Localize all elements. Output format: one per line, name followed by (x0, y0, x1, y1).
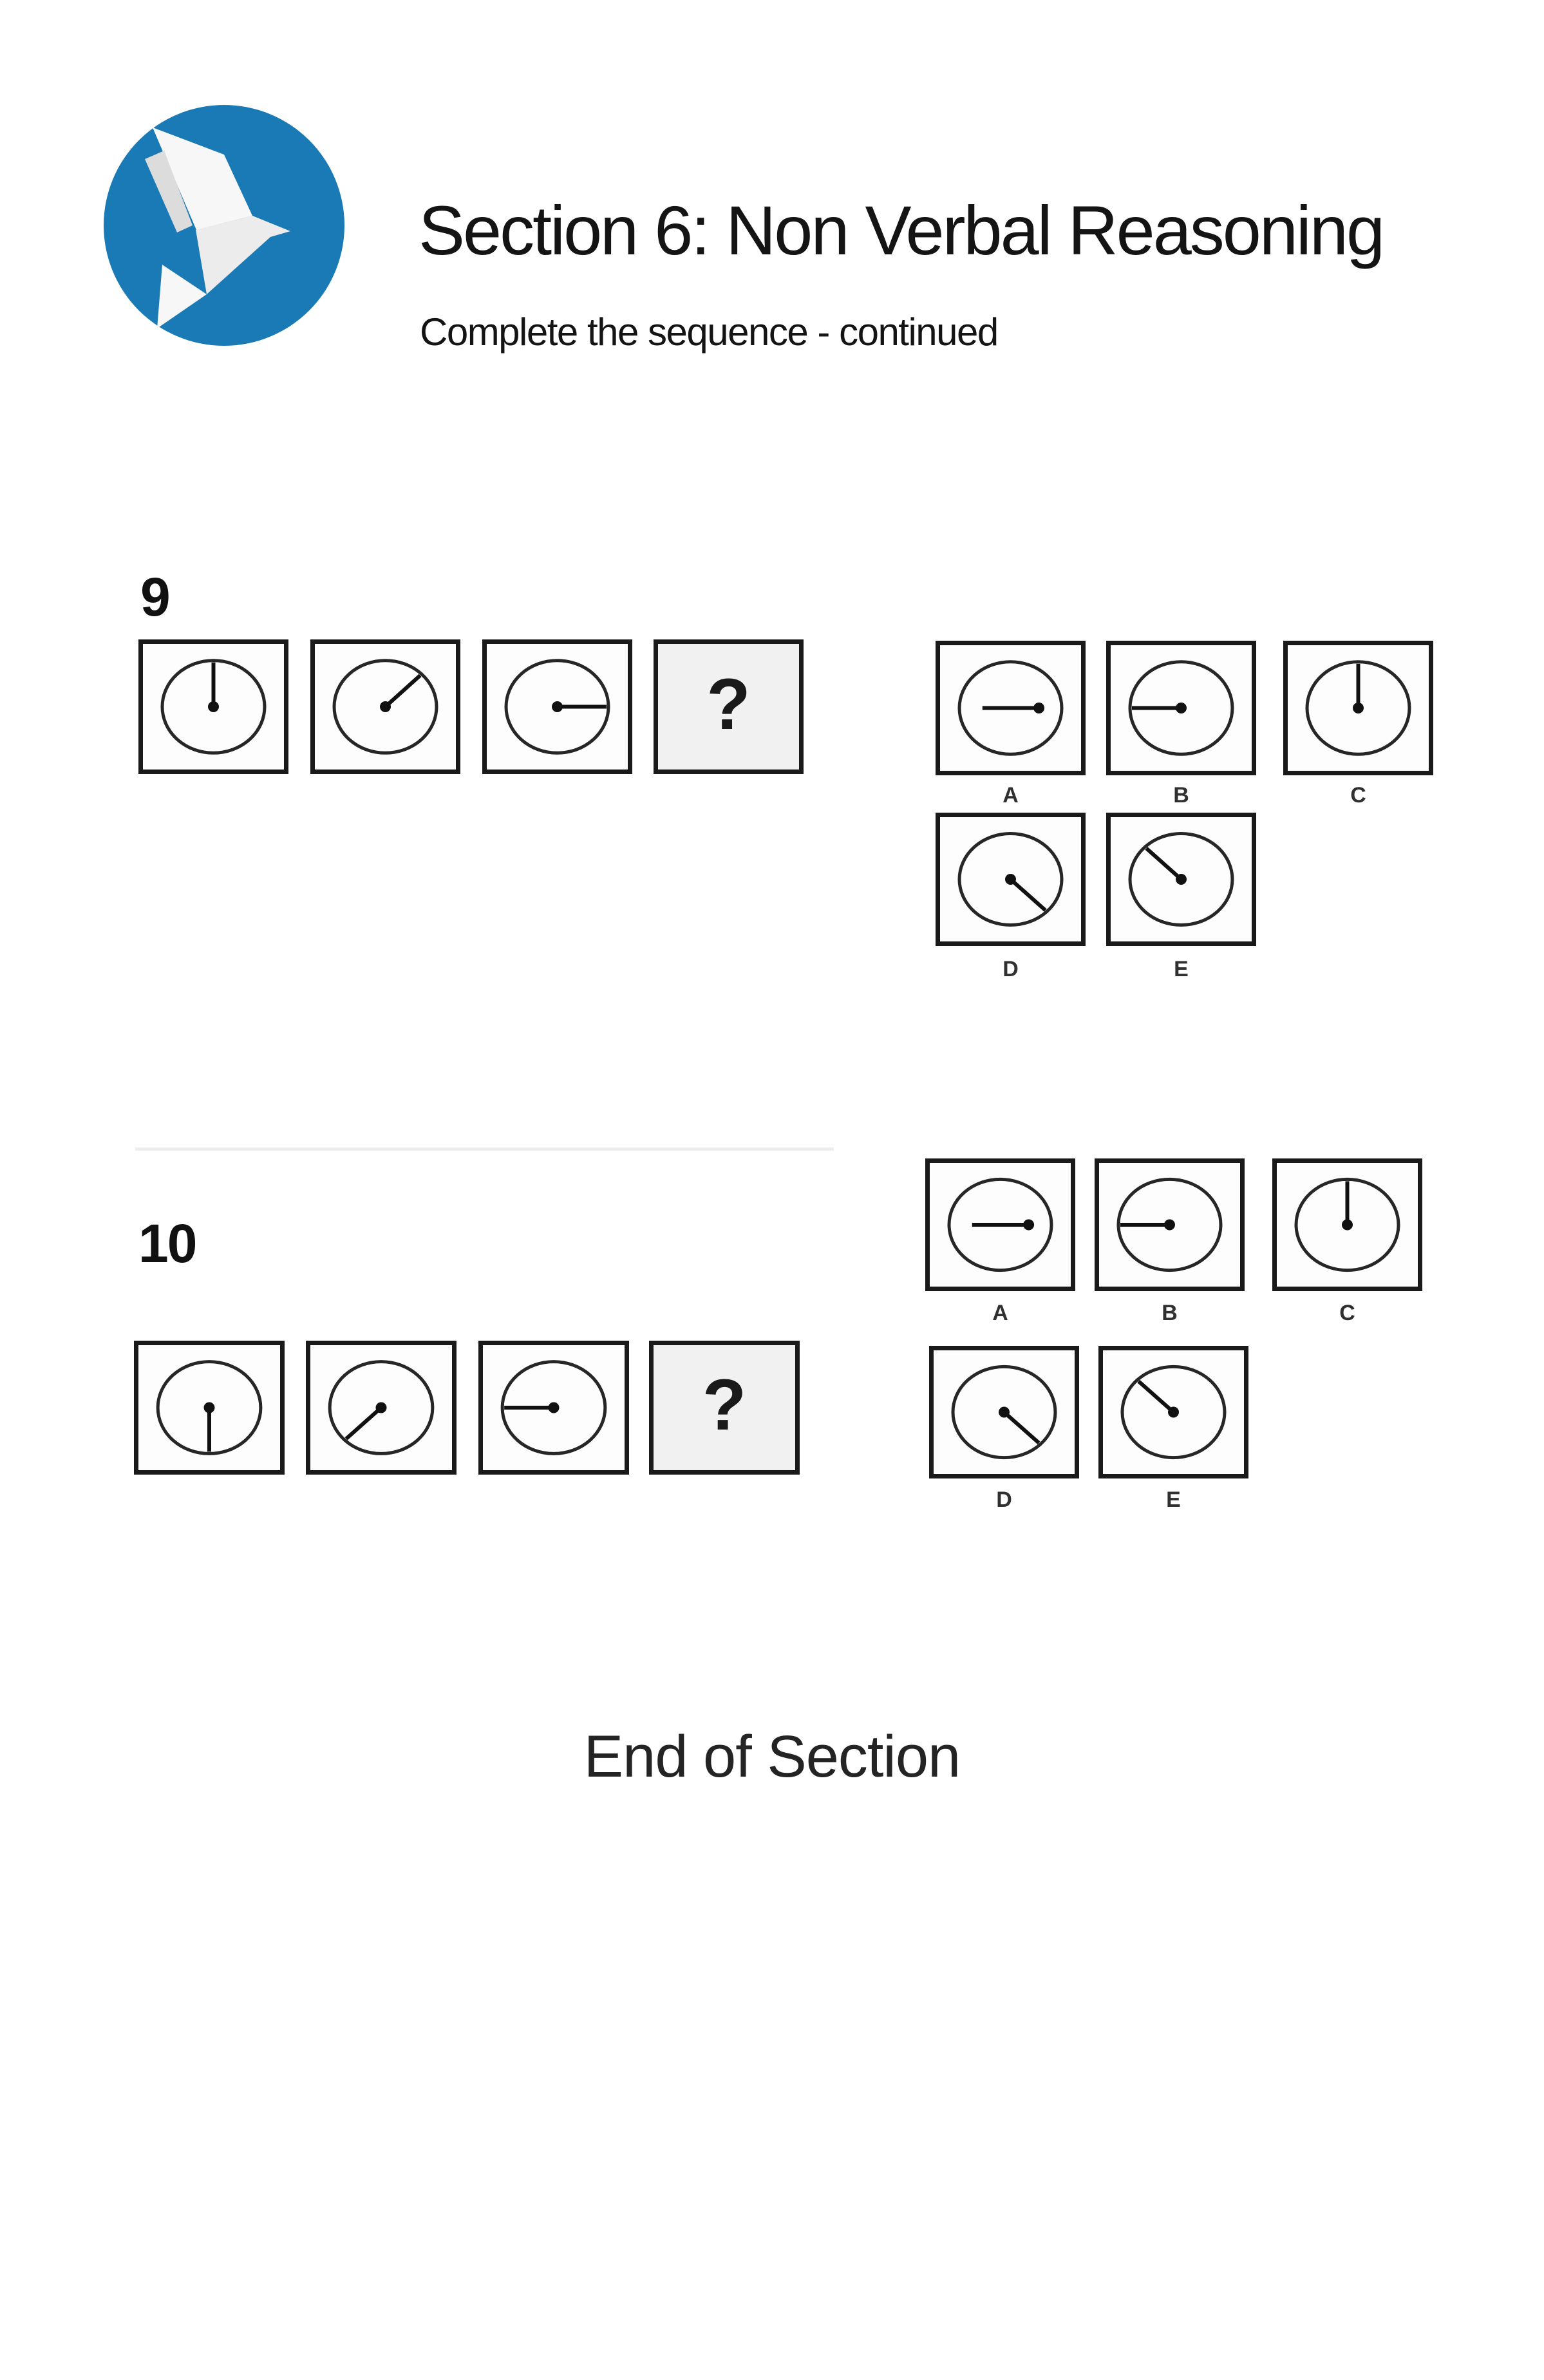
clock-hand-left-icon (500, 1360, 607, 1455)
option-C-box-q10[interactable] (1272, 1158, 1422, 1291)
page-title: Section 6: Non Verbal Reasoning (419, 191, 1385, 269)
option-D-box-q9[interactable] (936, 813, 1086, 946)
clock-hand-right-arrow-icon (957, 660, 1064, 756)
clock-hand-upper-left-icon (1128, 831, 1234, 927)
question-number-9: 9 (140, 567, 171, 627)
question-number-10: 10 (138, 1213, 197, 1274)
question-mark: ? (702, 1365, 747, 1445)
clock-hand-lower-left-icon (328, 1360, 435, 1455)
end-of-section-text: End of Section (583, 1724, 961, 1790)
option-E-box-q10[interactable] (1098, 1346, 1248, 1478)
option-E-box-q9[interactable] (1106, 813, 1256, 946)
faint-image-edge (135, 1148, 834, 1151)
clock-hand-left-icon (1128, 660, 1234, 756)
clock-hand-upper-right-icon (332, 659, 438, 755)
clock-hand-right-arrow-icon (947, 1177, 1053, 1272)
option-label-E-q9: E (1174, 957, 1189, 981)
option-label-B-q10: B (1162, 1301, 1178, 1325)
clock-hand-left-icon (1116, 1177, 1223, 1272)
sequence-box-q9-2 (310, 639, 460, 774)
option-D-box-q10[interactable] (929, 1346, 1079, 1478)
option-B-box-q10[interactable] (1095, 1158, 1245, 1291)
option-A-box-q10[interactable] (925, 1158, 1075, 1291)
missing-item-box-q10: ? (649, 1341, 800, 1475)
clock-hand-lower-right-icon (957, 831, 1064, 927)
option-label-B-q9: B (1173, 783, 1189, 808)
question-mark: ? (706, 663, 751, 744)
clock-hand-up-icon (1294, 1177, 1400, 1272)
page-subtitle: Complete the sequence - continued (420, 310, 999, 354)
clock-hand-down-icon (156, 1360, 263, 1455)
option-label-E-q10: E (1166, 1488, 1181, 1512)
sequence-box-q10-1 (134, 1341, 285, 1475)
clock-hand-lower-right-icon (951, 1365, 1057, 1460)
option-label-A-q10: A (992, 1301, 1008, 1325)
option-B-box-q9[interactable] (1106, 641, 1256, 775)
option-A-box-q9[interactable] (936, 641, 1086, 775)
sequence-box-q9-1 (138, 639, 288, 774)
sequence-box-q9-3 (482, 639, 632, 774)
option-label-D-q9: D (1003, 957, 1019, 981)
clock-hand-up-icon (160, 659, 267, 755)
clock-hand-upper-left-icon (1120, 1365, 1227, 1460)
sequence-box-q10-2 (306, 1341, 457, 1475)
missing-item-box-q9: ? (654, 639, 804, 774)
option-label-C-q10: C (1339, 1301, 1355, 1325)
option-label-D-q10: D (996, 1488, 1012, 1512)
sequence-box-q10-3 (478, 1341, 629, 1475)
origami-bird-logo (104, 105, 344, 346)
option-C-box-q9[interactable] (1283, 641, 1433, 775)
clock-hand-right-icon (504, 659, 610, 755)
option-label-A-q9: A (1003, 783, 1019, 808)
clock-hand-up-icon (1305, 660, 1411, 756)
option-label-C-q9: C (1350, 783, 1366, 808)
